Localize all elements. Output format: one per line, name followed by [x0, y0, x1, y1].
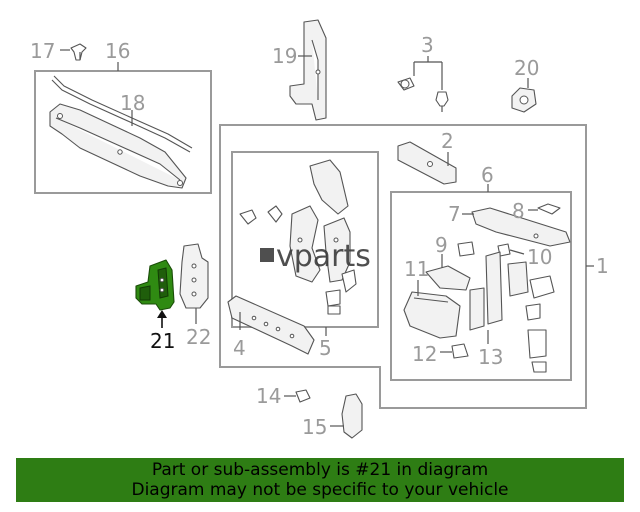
callout-19: 19 [272, 44, 297, 68]
callout-13: 13 [478, 345, 503, 369]
watermark-text: vparts [276, 239, 371, 274]
callout-3: 3 [421, 33, 434, 57]
part-11-panel [403, 291, 461, 339]
part-9-bracket [425, 241, 475, 291]
part-3-bolts [397, 56, 449, 112]
part-16-cover [49, 103, 187, 189]
callout-16: 16 [105, 39, 130, 63]
part-15-bracket [341, 393, 363, 439]
callout-18: 18 [120, 91, 145, 115]
leader-10 [509, 249, 525, 255]
callout-6: 6 [481, 163, 494, 187]
callout-5: 5 [319, 336, 332, 360]
callout-7: 7 [448, 202, 461, 226]
box-group-1 [219, 124, 587, 409]
callout-20: 20 [514, 56, 539, 80]
callout-8: 8 [512, 199, 525, 223]
callout-9: 9 [435, 233, 448, 257]
part-14-clip [295, 389, 311, 403]
box-group-6 [390, 191, 572, 381]
callout-10: 10 [527, 245, 552, 269]
part-20-sensor [511, 87, 537, 113]
part-22-bracket [179, 243, 209, 309]
part-2-bracket [397, 141, 457, 185]
callout-1: 1 [596, 254, 609, 278]
part-17-clip [70, 43, 87, 61]
callout-4: 4 [233, 336, 246, 360]
part-8-clip [537, 203, 561, 215]
banner-line-2: Diagram may not be specific to your vehi… [131, 480, 509, 500]
part-7-upper-bracket [471, 207, 571, 247]
callout-17: 17 [30, 39, 55, 63]
callout-21: 21 [150, 329, 175, 353]
banner-line-1: Part or sub-assembly is #21 in diagram [151, 460, 489, 480]
callout-2: 2 [441, 129, 454, 153]
callout-22: 22 [186, 325, 211, 349]
info-banner: Part or sub-assembly is #21 in diagram D… [16, 458, 624, 502]
callout-14: 14 [256, 384, 281, 408]
callout-12: 12 [412, 342, 437, 366]
part-18-seal [51, 75, 193, 153]
box-group-16 [34, 70, 212, 194]
part-19-bracket [289, 19, 327, 121]
part-12-clip [451, 343, 469, 359]
vparts-watermark: vparts [260, 239, 371, 274]
callout-11: 11 [404, 257, 429, 281]
part-21-bracket-highlighted [135, 259, 175, 311]
parts-diagram: vparts 17 16 18 19 3 20 2 6 7 8 9 10 11 … [30, 19, 609, 439]
part-6-side-members [469, 251, 555, 373]
part-5-support-assembly [239, 159, 357, 315]
part-4-lower-member [227, 295, 315, 355]
leader-21-arrow [157, 310, 167, 318]
callout-15: 15 [302, 415, 327, 439]
